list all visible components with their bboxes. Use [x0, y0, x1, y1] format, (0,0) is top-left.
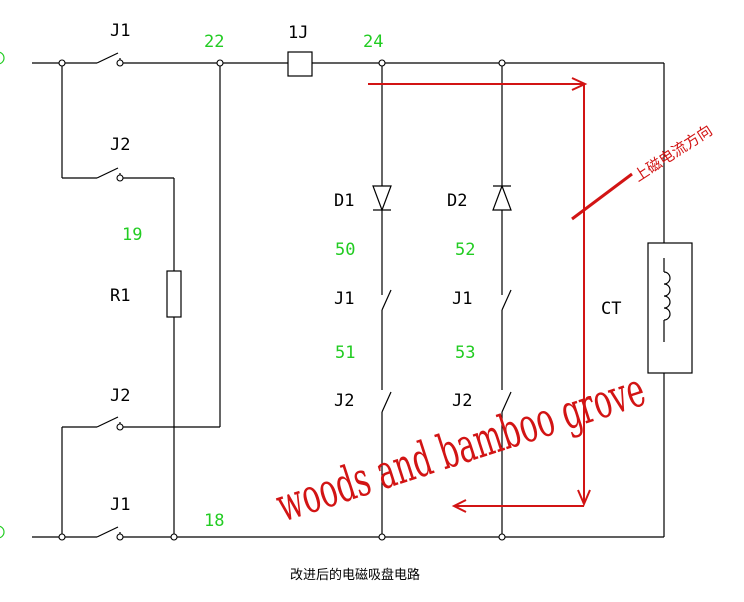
junctions: [58, 59, 506, 541]
label-j2-lower: J2: [110, 386, 130, 406]
node-52: 52: [455, 240, 475, 260]
label-j2-branch2: J2: [452, 391, 472, 411]
branch-d2: [492, 63, 512, 537]
watermark: woods and bamboo grove: [270, 362, 652, 533]
left-terminal-top: [0, 51, 5, 65]
label-d1: D1: [334, 191, 354, 211]
node-50: 50: [335, 240, 355, 260]
node-22: 22: [204, 32, 224, 52]
label-j1-branch2: J1: [452, 289, 472, 309]
current-flow-path: [368, 77, 633, 513]
node-18: 18: [204, 511, 224, 531]
label-j1-top: J1: [110, 21, 130, 41]
top-rail: [32, 51, 664, 77]
label-r1: R1: [110, 286, 130, 306]
node-24: 24: [363, 32, 383, 52]
node-51: 51: [335, 343, 355, 363]
current-direction-label: 上磁电流方向: [630, 121, 715, 185]
label-j1-bottom: J1: [110, 495, 130, 515]
label-j1-branch1: J1: [334, 289, 354, 309]
diagram-caption: 改进后的电磁吸盘电路: [290, 567, 420, 583]
node-19: 19: [122, 225, 142, 245]
label-ct: CT: [601, 299, 621, 319]
node-53: 53: [455, 343, 475, 363]
left-branches: [61, 63, 221, 537]
left-terminal-bottom: [0, 525, 5, 539]
ct-coil: [647, 63, 693, 537]
label-relay-1j: 1J: [288, 23, 308, 43]
bottom-rail: [32, 526, 664, 538]
label-d2: D2: [447, 191, 467, 211]
label-j2-branch1: J2: [334, 391, 354, 411]
label-j2-upper: J2: [110, 135, 130, 155]
